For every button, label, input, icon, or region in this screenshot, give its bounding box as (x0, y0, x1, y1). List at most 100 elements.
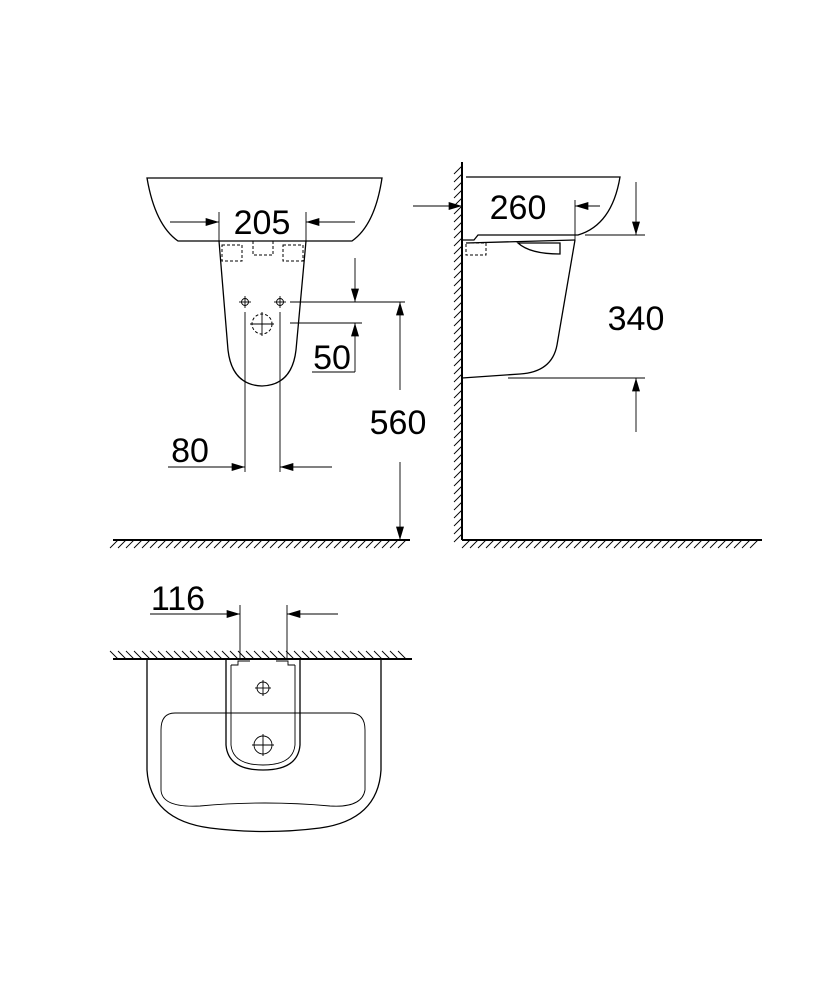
hatch-line (453, 397, 463, 407)
hatch-line (709, 539, 719, 549)
hatch-line (229, 539, 239, 549)
bracket-left (221, 244, 243, 262)
hatch-line (685, 539, 695, 549)
hatch-line (453, 477, 463, 487)
hatch-line (261, 539, 271, 549)
hatch-line (461, 539, 471, 549)
hatch-line (453, 453, 463, 463)
wall-bracket (465, 242, 487, 256)
hatch-line (453, 181, 463, 191)
hatch-line (189, 650, 199, 660)
hatch-line (725, 539, 735, 549)
hatch-line (525, 539, 535, 549)
hatch-line (453, 245, 463, 255)
hatch-line (453, 165, 463, 175)
floor-side (461, 539, 762, 549)
hatch-line (629, 539, 639, 549)
hatch-line (453, 533, 463, 543)
hatch-line (453, 517, 463, 527)
hatch-line (749, 539, 759, 549)
hatch-line (269, 650, 279, 660)
hatch-line (613, 539, 623, 549)
hatch-line (333, 539, 343, 549)
hatch-line (269, 539, 279, 549)
hatch-line (365, 539, 375, 549)
hatch-line (453, 389, 463, 399)
hatch-line (205, 650, 215, 660)
hatch-line (229, 650, 239, 660)
hatch-line (125, 650, 135, 660)
hatch-line (197, 539, 207, 549)
hatch-line (197, 650, 207, 660)
basin-side (462, 176, 621, 241)
hatch-line (341, 539, 351, 549)
hatch-line (741, 539, 751, 549)
hatch-line (277, 650, 287, 660)
hatch-line (653, 539, 663, 549)
hatch-line (637, 539, 647, 549)
hatch-line (453, 461, 463, 471)
hatch-line (469, 539, 479, 549)
hatch-line (453, 373, 463, 383)
hatch-line (581, 539, 591, 549)
hatch-line (245, 539, 255, 549)
hatch-line (453, 381, 463, 391)
dim-116: 116 (151, 580, 205, 618)
hatch-line (381, 539, 391, 549)
hatch-line (213, 539, 223, 549)
hatch-line (493, 539, 503, 549)
hatch-line (453, 413, 463, 423)
hatch-line (189, 539, 199, 549)
floor-front (109, 539, 410, 549)
hatch-line (453, 205, 463, 215)
hatch-line (661, 539, 671, 549)
hatch-line (389, 539, 399, 549)
hatch-line (509, 539, 519, 549)
hatch-line (669, 539, 679, 549)
hatch-line (165, 539, 175, 549)
hatch-line (181, 539, 191, 549)
hatch-line (453, 357, 463, 367)
pedestal-brackets (231, 660, 295, 666)
hatch-line (293, 539, 303, 549)
hatch-line (677, 539, 687, 549)
hatch-line (349, 539, 359, 549)
hatch-line (533, 539, 543, 549)
hatch-line (693, 539, 703, 549)
hatch-line (453, 437, 463, 447)
hatch-line (477, 539, 487, 549)
basin-front (146, 177, 383, 242)
hatch-line (261, 650, 271, 660)
pedestal-top-outer (225, 659, 301, 771)
basin-bowl (160, 712, 366, 807)
wall-side (453, 162, 463, 543)
hatch-line (485, 539, 495, 549)
hatch-line (165, 650, 175, 660)
hatch-line (397, 650, 407, 660)
dim-560: 560 (370, 404, 427, 442)
hatch-line (453, 429, 463, 439)
hatch-line (453, 173, 463, 183)
hatch-line (237, 539, 247, 549)
bracket-center (252, 240, 274, 256)
hatch-line (309, 650, 319, 660)
hatch-line (453, 221, 463, 231)
hatch-line (645, 539, 655, 549)
drain-hole (250, 312, 274, 336)
hatch-line (549, 539, 559, 549)
hatch-line (133, 539, 143, 549)
fixing-hole-right (274, 296, 286, 308)
hatch-line (621, 539, 631, 549)
hatch-line (301, 650, 311, 660)
hatch-line (309, 539, 319, 549)
hatch-line (453, 469, 463, 479)
hatch-line (333, 650, 343, 660)
hatch-line (373, 650, 383, 660)
hatch-line (357, 650, 367, 660)
hatch-line (173, 539, 183, 549)
hatch-line (141, 539, 151, 549)
hatch-line (117, 539, 127, 549)
pedestal-front (218, 240, 307, 387)
hatch-line (453, 237, 463, 247)
